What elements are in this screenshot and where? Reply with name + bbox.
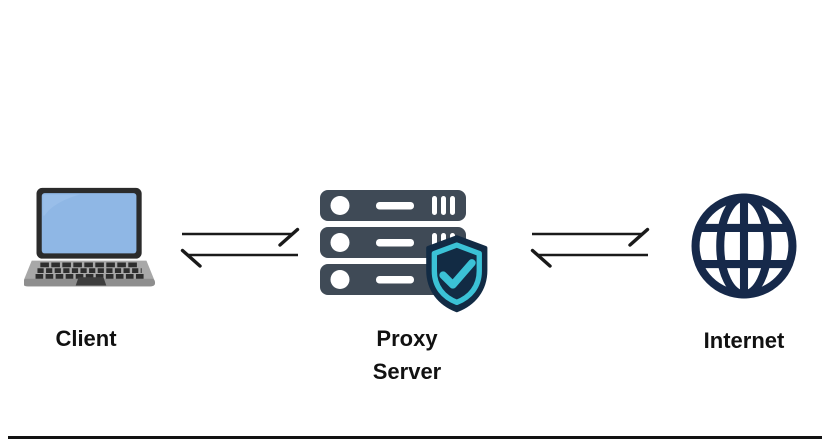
bidirectional-arrows-proxy-internet bbox=[530, 227, 650, 268]
bottom-divider-line bbox=[8, 436, 822, 439]
laptop-icon bbox=[24, 187, 156, 287]
bidirectional-arrows-client-proxy bbox=[180, 227, 300, 268]
internet-label: Internet bbox=[703, 328, 785, 353]
server-shield-icon bbox=[320, 190, 488, 313]
globe-icon bbox=[691, 193, 797, 299]
shield-check-icon bbox=[426, 235, 488, 313]
proxy-server-label: Proxy Server bbox=[372, 326, 442, 384]
client-label: Client bbox=[55, 326, 117, 351]
